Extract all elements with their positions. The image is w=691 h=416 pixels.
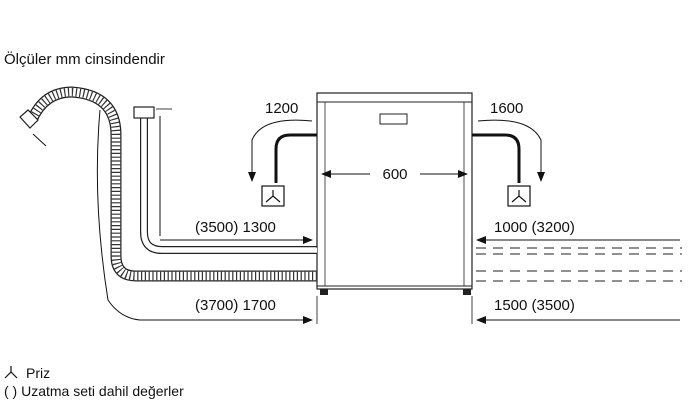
control-panel-display bbox=[379, 113, 408, 125]
legend-extension-note: ( ) Uzatma seti dahil değerler bbox=[4, 383, 184, 399]
inlet-left-length: (3500) 1300 bbox=[195, 219, 276, 236]
drain-left-length: (3700) 1700 bbox=[195, 297, 276, 314]
right-inlet-dimension: 1000 (3200) bbox=[471, 219, 682, 255]
right-power-cable: 1600 bbox=[472, 100, 545, 207]
right-cable-length: 1600 bbox=[490, 100, 523, 117]
right-drain-dimension: 1500 (3500) bbox=[471, 270, 682, 324]
drain-hose: (3700) 1700 bbox=[19, 86, 318, 324]
legend-socket-label: Priz bbox=[26, 365, 50, 381]
socket-symbol-icon bbox=[4, 366, 18, 379]
drain-hose-end bbox=[19, 109, 39, 129]
left-foot bbox=[320, 289, 328, 295]
water-inlet-hose: (3500) 1300 bbox=[133, 106, 318, 254]
width-label: 600 bbox=[382, 166, 407, 183]
legend: Priz ( ) Uzatma seti dahil değerler bbox=[4, 365, 184, 399]
dishwasher-body bbox=[316, 92, 473, 295]
drain-right-length: 1500 (3500) bbox=[494, 297, 575, 314]
right-foot bbox=[463, 289, 471, 295]
inlet-right-length: 1000 (3200) bbox=[494, 219, 575, 236]
width-dimension: 600 bbox=[321, 166, 468, 183]
units-note: Ölçüler mm cinsindendir bbox=[4, 50, 165, 68]
socket-icon bbox=[261, 185, 285, 207]
left-cable-length: 1200 bbox=[265, 100, 298, 117]
water-tap-connector bbox=[133, 106, 155, 119]
left-power-cable: 1200 bbox=[248, 100, 317, 207]
socket-icon bbox=[507, 185, 531, 207]
